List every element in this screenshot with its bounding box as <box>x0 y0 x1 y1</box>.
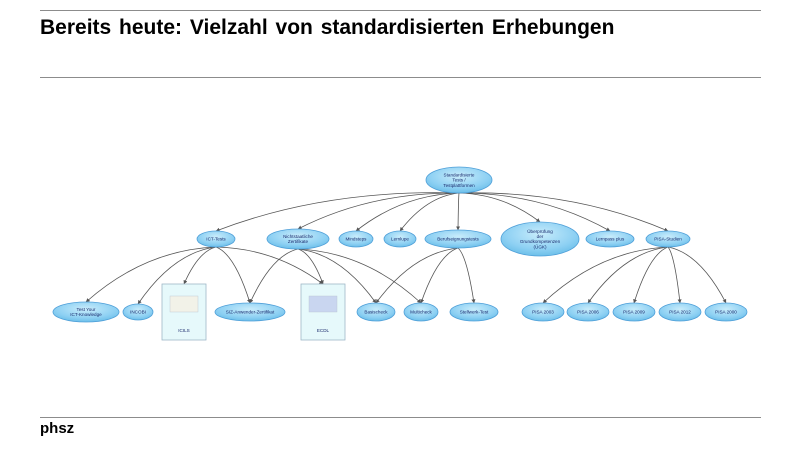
edge-beruf-multi <box>420 247 459 304</box>
title-underline <box>40 77 761 78</box>
edge-pisa-p2003 <box>542 246 669 304</box>
node-ict-label: ICT-Tests <box>206 237 226 242</box>
edge-pisa-p2006 <box>587 246 669 304</box>
edge-ict-test <box>85 246 217 303</box>
node-p2012-label: PISA 2012 <box>669 310 691 315</box>
node-beruf: Berufseignungstests <box>424 229 492 249</box>
node-basis: Basischeck <box>356 302 396 322</box>
node-p2000-label: PISA 2000 <box>715 310 737 315</box>
node-p2006-label: PISA 2006 <box>577 310 599 315</box>
node-lern-label: Lernlupe <box>391 237 409 242</box>
node-pisa: PISA-Studien <box>645 230 691 248</box>
edge-root-ict <box>215 192 460 232</box>
edge-ict-incobi <box>137 246 217 305</box>
node-incobi-label: INCOBI <box>130 310 146 315</box>
node-icils: ICILS <box>161 283 207 341</box>
node-icils-image-icon <box>169 295 199 313</box>
node-p2006: PISA 2006 <box>566 302 610 322</box>
node-siz-label: SIZ-Anwender-Zertifikat <box>226 310 275 315</box>
edge-root-nicht <box>297 192 460 230</box>
node-ecdl-thumbnail <box>300 283 346 341</box>
node-incobi: INCOBI <box>122 303 154 321</box>
edge-nicht-basis <box>297 248 377 304</box>
edge-beruf-basis <box>375 247 459 304</box>
edge-nicht-multi <box>297 248 422 304</box>
node-p2009: PISA 2009 <box>612 302 656 322</box>
node-stell-label: Stellwerk-Test <box>460 310 489 315</box>
node-lern: Lernlupe <box>383 230 417 248</box>
node-lernpass-label: Lernpass plus <box>596 237 625 242</box>
edge-pisa-p2009 <box>633 246 669 304</box>
node-beruf-label: Berufseignungstests <box>437 237 479 242</box>
node-siz: SIZ-Anwender-Zertifikat <box>214 302 286 322</box>
node-p2003-label: PISA 2003 <box>532 310 554 315</box>
footer-rule <box>40 417 761 418</box>
top-rule <box>40 10 761 11</box>
node-ecdl-image-icon <box>308 295 338 313</box>
edge-ict-icils <box>183 246 217 285</box>
edge-root-mind <box>355 192 460 232</box>
edge-pisa-p2000 <box>667 246 727 304</box>
edge-root-lernpass <box>458 192 611 232</box>
node-icils-label: ICILS <box>178 328 190 333</box>
node-p2000: PISA 2000 <box>704 302 748 322</box>
node-mind: Mindsteps <box>338 230 374 248</box>
node-mind-label: Mindsteps <box>346 237 368 242</box>
slide-title: Bereits heute: Vielzahl von standardisie… <box>40 16 615 39</box>
node-p2012: PISA 2012 <box>658 302 702 322</box>
edge-root-beruf <box>456 192 461 231</box>
footer-logo-text: phsz <box>40 420 75 437</box>
node-stell: Stellwerk-Test <box>449 302 499 322</box>
node-pisa-label: PISA-Studien <box>654 237 682 242</box>
node-ict: ICT-Tests <box>196 230 236 248</box>
node-ecdl-label: ECDL <box>317 328 330 333</box>
node-p2009-label: PISA 2009 <box>623 310 645 315</box>
edge-ict-siz <box>215 246 251 304</box>
edge-beruf-stell <box>457 247 476 304</box>
edge-nicht-siz <box>249 248 299 304</box>
edge-root-pisa <box>458 192 669 232</box>
node-basis-label: Basischeck <box>364 310 388 315</box>
node-multi: Multicheck <box>403 302 439 322</box>
edge-root-ueb <box>458 192 541 223</box>
node-ecdl: ECDL <box>300 283 346 341</box>
node-p2003: PISA 2003 <box>521 302 565 322</box>
edge-ict-ecdl <box>215 246 324 285</box>
edge-nicht-ecdl <box>297 248 324 285</box>
edge-pisa-p2012 <box>667 246 682 304</box>
edge-root-lern <box>399 192 460 232</box>
node-multi-label: Multicheck <box>410 310 432 315</box>
node-lernpass: Lernpass plus <box>585 230 635 248</box>
